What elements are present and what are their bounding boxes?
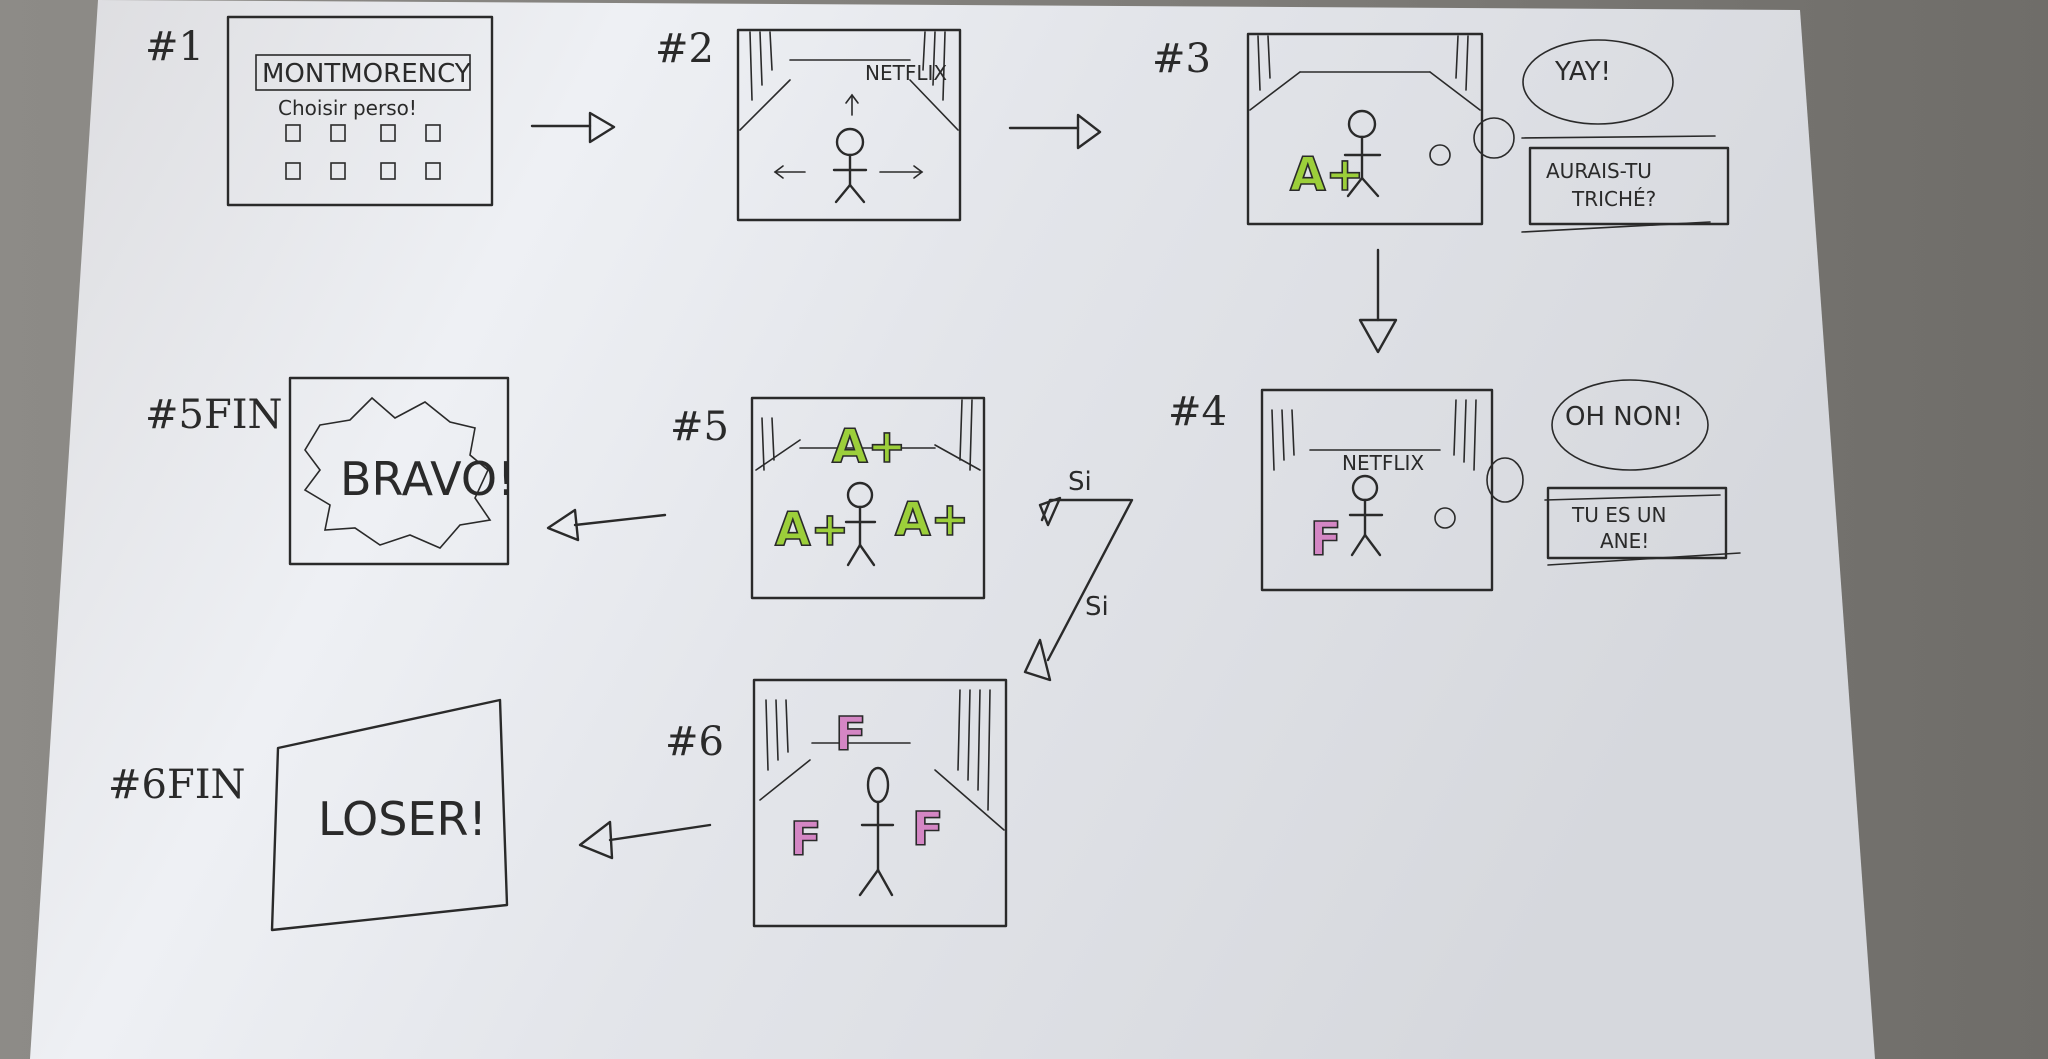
stage-curtains (1271, 399, 1477, 471)
stick-figure (858, 766, 895, 897)
arrow-1-to-2 (530, 111, 616, 144)
frame-border (226, 15, 494, 207)
frame-5: #5 A+ A+ A+ (670, 396, 986, 600)
frame-label: #6 (665, 719, 724, 765)
frame-label: #5FIN (145, 392, 283, 438)
grade-a-plus-right: A+ (895, 492, 969, 546)
thought-puff (1429, 144, 1451, 166)
stage-curtains (1249, 35, 1481, 111)
frame-3: #3 A+ YAY! AURAIS-TU TRICHÉ? (1152, 32, 1730, 233)
netflix-logo: NETFLIX (865, 61, 947, 85)
loser-text: LOSER! (318, 792, 487, 846)
frame-border (750, 396, 986, 600)
bubble-text: OH NON! (1565, 402, 1683, 432)
frame-4: #4 NETFLIX F OH NON! TU ES UN ANE! (1168, 379, 1741, 592)
paper-background (30, 0, 1875, 1059)
frame-1: #1 MONTMORENCY Choisir perso! (145, 15, 494, 207)
stage-curtains (755, 399, 981, 471)
caption-box (1528, 146, 1730, 226)
arrow-5-to-5fin (546, 508, 667, 542)
caption-line-1: AURAIS-TU (1546, 159, 1652, 183)
grade-a-plus-left: A+ (775, 502, 849, 556)
stick-figure (832, 127, 868, 204)
thought-puff (1473, 117, 1515, 159)
grade-f-top: F (835, 707, 866, 761)
frame-6-fin: #6FIN LOSER! (108, 698, 509, 932)
grade-a-plus-top: A+ (832, 419, 906, 473)
speech-bubble (1551, 379, 1709, 471)
frame-label: #2 (655, 26, 714, 72)
grade-f: F (1310, 512, 1341, 566)
arrow-6-to-6fin (578, 820, 712, 860)
arrow-3-to-4 (1358, 248, 1398, 354)
stage-curtains (759, 689, 1005, 831)
caption-box (1546, 486, 1728, 560)
speech-bubble (1522, 39, 1674, 125)
frame-6: #6 F F F (665, 678, 1008, 928)
frame-label: #4 (1168, 389, 1227, 435)
thought-puff (1434, 507, 1456, 529)
frame-2: #2 NETFLIX (655, 26, 962, 222)
title-box (255, 54, 471, 91)
arrow-2-to-3 (1008, 113, 1102, 150)
branch-label-up: Si (1068, 467, 1092, 497)
move-arrows (773, 93, 924, 179)
frame-border (288, 376, 510, 566)
burst-shape (303, 396, 492, 549)
stage-curtains (739, 31, 959, 131)
stick-figure (1343, 109, 1382, 198)
choose-character-text: Choisir perso! (278, 96, 417, 120)
caption-line-2: ANE! (1600, 529, 1649, 553)
caption-line-1: TU ES UN (1571, 503, 1667, 527)
thought-puff (1486, 457, 1524, 503)
branch-label-down: Si (1085, 592, 1109, 622)
frame-label: #5 (670, 404, 729, 450)
branch-arrows: Si Si (1023, 467, 1134, 682)
caption-line-2: TRICHÉ? (1571, 187, 1656, 211)
stick-figure (844, 481, 877, 567)
bubble-text: YAY! (1554, 57, 1611, 87)
frame-border (1260, 388, 1494, 592)
grade-f-left: F (790, 812, 821, 866)
frame-border (736, 28, 962, 222)
frame-label: #1 (145, 24, 204, 70)
game-title: MONTMORENCY (262, 59, 471, 89)
netflix-logo: NETFLIX (1342, 451, 1424, 475)
character-slots (285, 124, 441, 180)
grade-f-right: F (912, 802, 943, 856)
frame-5-fin: #5FIN BRAVO! (145, 376, 516, 566)
frame-border (270, 698, 509, 932)
frame-border (752, 678, 1008, 928)
stick-figure (1348, 474, 1384, 557)
frame-label: #6FIN (108, 762, 246, 808)
frame-label: #3 (1152, 36, 1211, 82)
frame-border (1246, 32, 1484, 226)
bravo-text: BRAVO! (340, 452, 516, 506)
